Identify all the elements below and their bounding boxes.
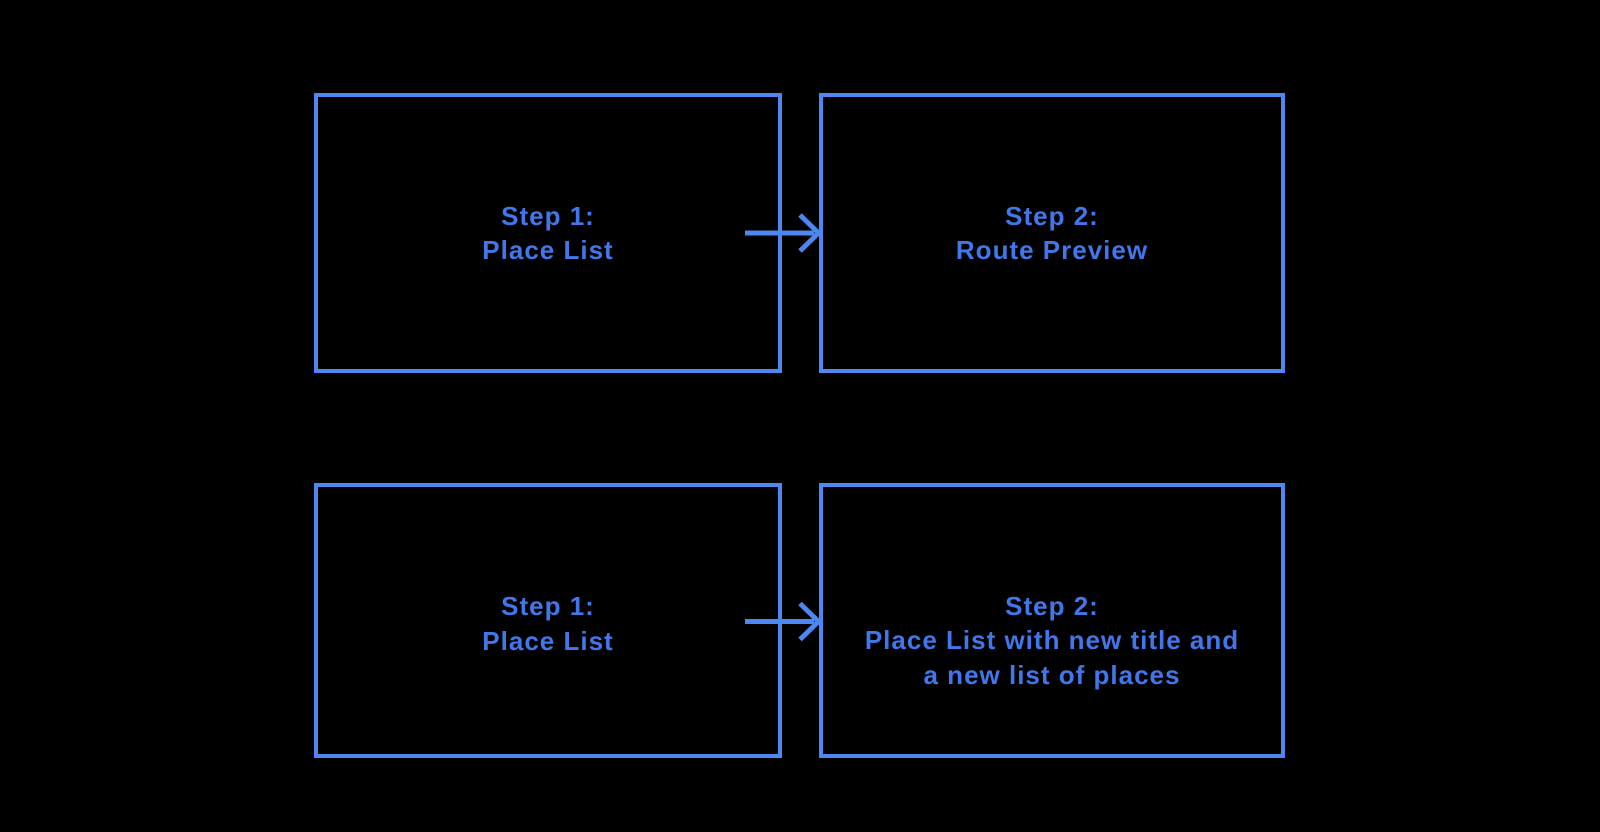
- box-top-step1-place-list: Step 1: Place List: [314, 93, 782, 373]
- box-bottom-step2-new-place-list: Step 2: Place List with new title and a …: [819, 483, 1285, 758]
- box-label: Step 1: Place List: [482, 589, 613, 658]
- box-text-line: Place List: [482, 625, 614, 656]
- box-label: Step 2: Route Preview: [956, 199, 1148, 268]
- box-text-line: Route Preview: [955, 235, 1149, 265]
- box-bottom-step1-place-list: Step 1: Place List: [314, 483, 782, 758]
- box-text-line: Step 2:: [1005, 590, 1099, 621]
- box-text-line: Place List with new title and: [864, 625, 1240, 656]
- box-text-line: Step 2:: [1005, 200, 1099, 231]
- box-text-line: a new list of places: [923, 659, 1181, 690]
- box-text-line: Step 1:: [501, 591, 595, 621]
- box-text-line: Step 1:: [501, 200, 595, 231]
- box-label: Step 1: Place List: [482, 199, 613, 268]
- box-text-line: Place List: [482, 235, 614, 265]
- box-top-step2-route-preview: Step 2: Route Preview: [819, 93, 1285, 373]
- box-label: Step 2: Place List with new title and a …: [865, 589, 1239, 693]
